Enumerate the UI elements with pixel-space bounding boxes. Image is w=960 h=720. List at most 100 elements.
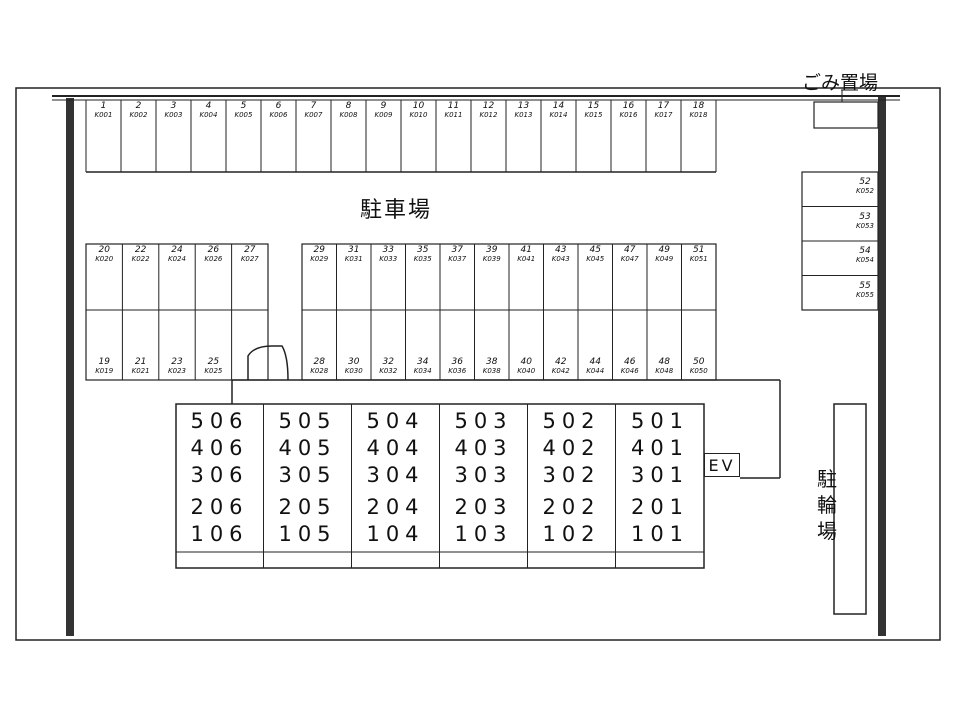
- stall-number: 48: [658, 357, 670, 367]
- unit-number: 306: [190, 463, 249, 487]
- stall-code: K018: [689, 111, 708, 119]
- stall-code: K045: [586, 255, 605, 263]
- stall-code: K013: [514, 111, 533, 119]
- bicycle-label: 駐 輪 場: [814, 466, 840, 544]
- stall-number: 18: [692, 101, 705, 111]
- stall-number: 44: [589, 357, 601, 367]
- bicycle-parking: [833, 403, 867, 615]
- unit-number: 402: [542, 436, 601, 460]
- stall-code: K004: [199, 111, 218, 119]
- stall-number: 6: [275, 101, 282, 111]
- unit-column: 502 402 302 202 102: [528, 404, 616, 568]
- stall-number: 16: [622, 101, 635, 111]
- stall-code: K033: [379, 255, 398, 263]
- stall-code: K012: [479, 111, 498, 119]
- stall-code: K040: [517, 367, 536, 375]
- unit-number: 205: [278, 495, 337, 519]
- stall-number: 7: [310, 101, 317, 111]
- stall-number: 25: [207, 357, 220, 367]
- stall-number: 24: [171, 245, 183, 255]
- stall-code: K010: [409, 111, 428, 119]
- stall-number: 49: [658, 245, 670, 255]
- stall-code: K003: [164, 111, 183, 119]
- bicycle-label-char-2: 輪: [817, 493, 837, 517]
- bicycle-label-char-1: 駐: [817, 467, 837, 491]
- unit-number: 302: [542, 463, 601, 487]
- stall-number: 15: [587, 101, 600, 111]
- stall-number: 55: [859, 280, 871, 291]
- stall-code: K048: [655, 367, 674, 375]
- entrance-bump: [247, 345, 289, 381]
- unit-number: 102: [542, 522, 601, 546]
- stall-code: K025: [204, 367, 223, 375]
- stall-number: 54: [859, 246, 871, 256]
- stall-code: K050: [689, 367, 708, 375]
- stall-code: K001: [94, 111, 113, 119]
- stall-code: K055: [856, 290, 874, 299]
- stall-number: 9: [380, 101, 387, 111]
- stall-code: K051: [689, 255, 708, 263]
- stall-number: 37: [451, 245, 463, 255]
- stall-number: 14: [552, 101, 565, 111]
- stall-number: 27: [244, 245, 256, 255]
- stall-code: K027: [240, 255, 259, 263]
- stall-number: 36: [451, 357, 463, 367]
- stall-code: K037: [448, 255, 467, 263]
- stall-number: 35: [417, 245, 429, 255]
- stall-code: K047: [620, 255, 639, 263]
- stall-code: K031: [344, 255, 363, 263]
- bicycle-label-char-3: 場: [817, 519, 837, 543]
- stall-number: 10: [412, 101, 425, 111]
- stall-number: 26: [207, 245, 220, 255]
- stall-number: 13: [517, 101, 530, 111]
- stall-code: K021: [131, 367, 150, 375]
- stall-number: 5: [240, 101, 247, 111]
- stall-code: K015: [584, 111, 603, 119]
- unit-number: 202: [542, 495, 601, 519]
- unit-number: 503: [454, 409, 513, 433]
- stall-number: 46: [624, 357, 636, 367]
- stall-code: K020: [95, 255, 114, 263]
- unit-number: 105: [278, 522, 337, 546]
- stall-number: 47: [624, 245, 636, 255]
- stall-number: 11: [447, 101, 460, 111]
- stall-code: K041: [517, 255, 536, 263]
- stall-code: K022: [131, 255, 150, 263]
- stall-code: K008: [339, 111, 358, 119]
- unit-number: 502: [542, 409, 601, 433]
- stall-code: K002: [129, 111, 148, 119]
- stall-number: 29: [313, 245, 325, 255]
- unit-number: 204: [366, 495, 425, 519]
- stall-code: K035: [413, 255, 432, 263]
- stall-code: K007: [304, 111, 323, 119]
- unit-number: 103: [454, 522, 513, 546]
- stall-code: K053: [856, 221, 874, 230]
- stall-code: K049: [655, 255, 674, 263]
- stall-number: 30: [348, 357, 360, 367]
